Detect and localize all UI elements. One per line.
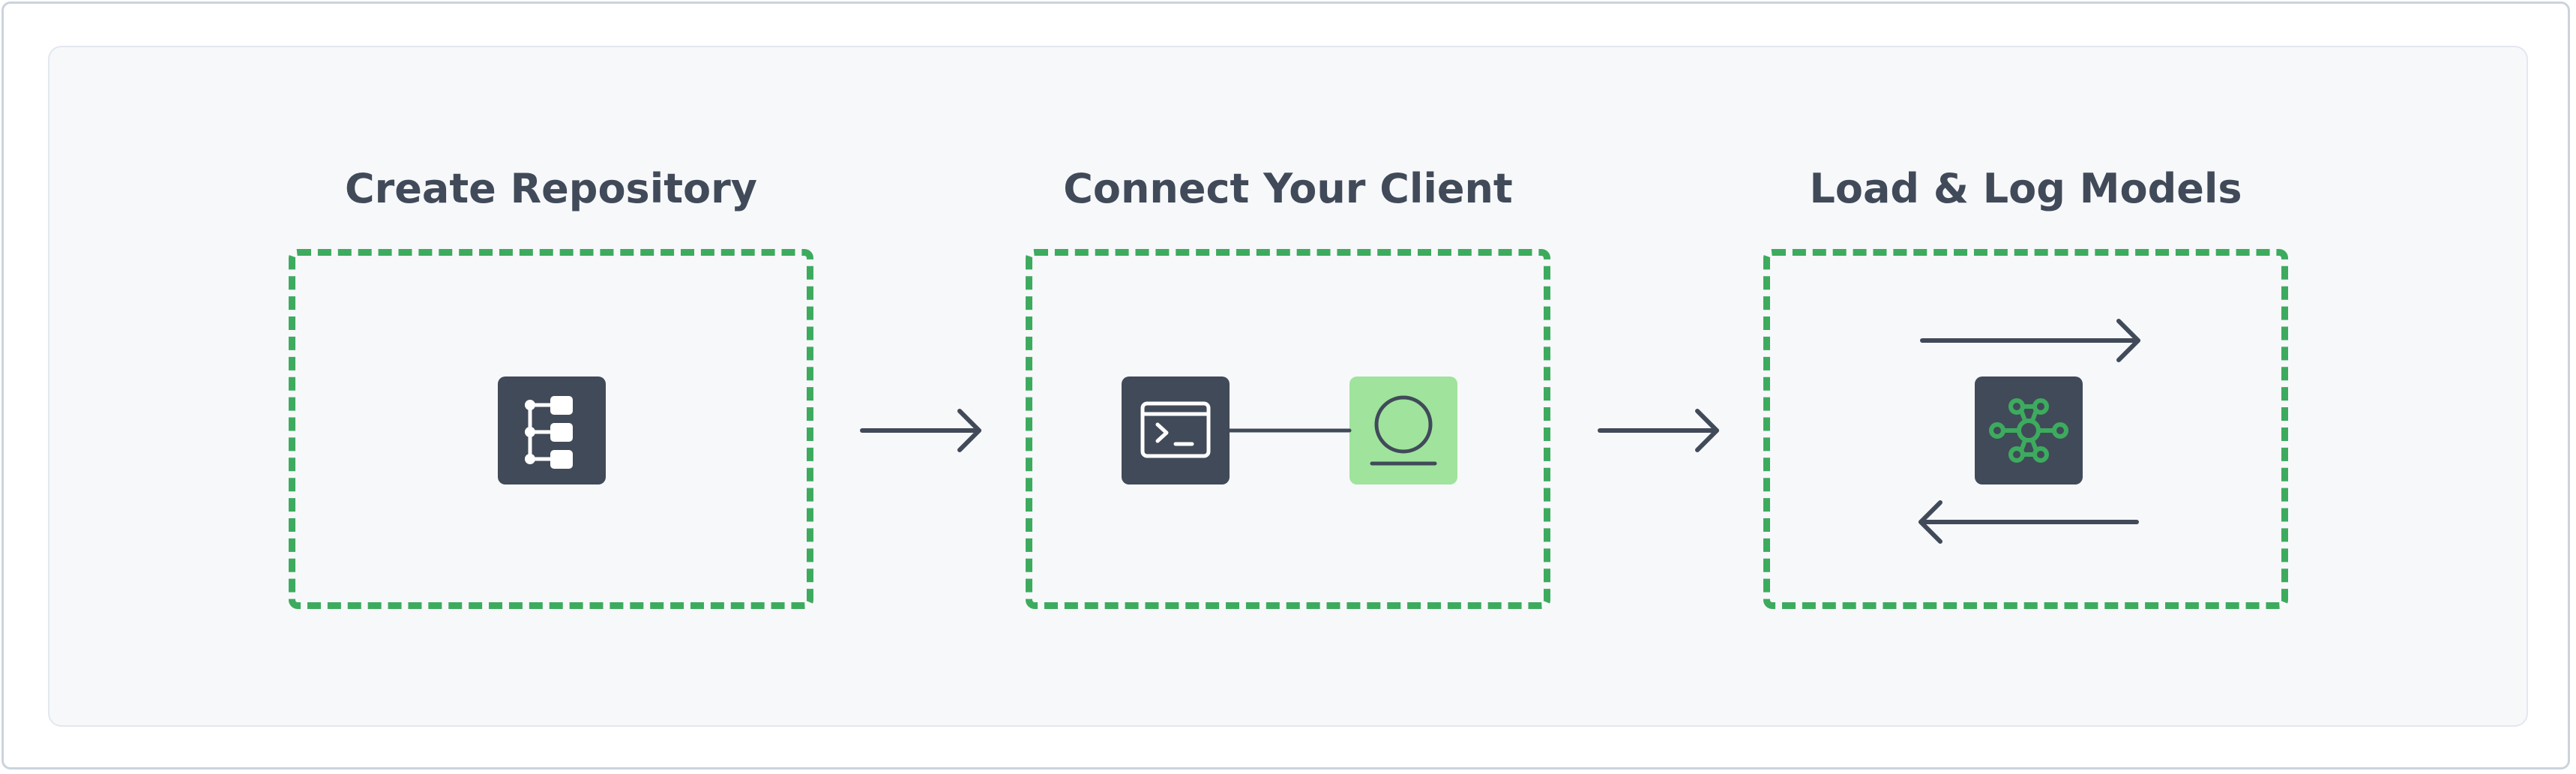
step-box-load-log-models xyxy=(1763,249,2288,609)
step-box-connect-client xyxy=(1026,249,1550,609)
diagram-panel xyxy=(48,46,2528,727)
repository-tree-icon xyxy=(498,376,606,484)
client-circle-icon xyxy=(1349,376,1457,484)
step-title-load-log-models: Load & Log Models xyxy=(1809,165,2242,212)
model-graph-icon xyxy=(1975,376,2083,484)
terminal-icon xyxy=(1122,376,1230,484)
step-title-connect-client: Connect Your Client xyxy=(1063,165,1513,212)
step-box-create-repository xyxy=(289,249,813,609)
step-title-create-repository: Create Repository xyxy=(345,165,757,212)
